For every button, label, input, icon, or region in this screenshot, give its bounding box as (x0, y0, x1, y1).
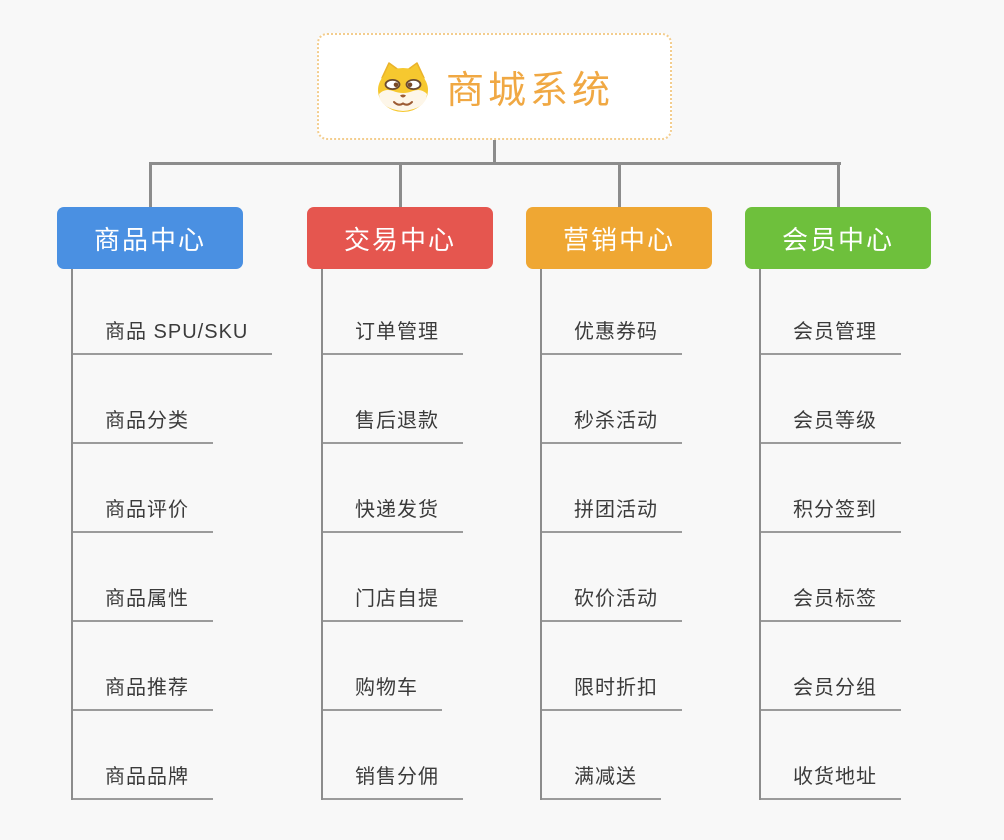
branch-leaves-marketing: 优惠券码 秒杀活动 拼团活动 砍价活动 限时折扣 满减送 (540, 269, 712, 800)
leaf-label[interactable]: 商品品牌 (73, 760, 213, 800)
leaf-node: 砍价活动 (542, 533, 712, 622)
branch-node-marketing[interactable]: 营销中心 (526, 207, 712, 269)
leaf-label[interactable]: 会员分组 (761, 671, 901, 711)
leaf-node: 会员等级 (761, 355, 931, 444)
root-node[interactable]: 商城系统 (317, 33, 672, 140)
connector-drop-marketing (618, 162, 621, 207)
branch-column-marketing: 营销中心 优惠券码 秒杀活动 拼团活动 砍价活动 限时折扣 满减送 (526, 207, 712, 800)
leaf-label[interactable]: 优惠券码 (542, 315, 682, 355)
leaf-label[interactable]: 订单管理 (323, 315, 463, 355)
leaf-node: 商品推荐 (73, 622, 272, 711)
leaf-node: 商品 SPU/SKU (73, 269, 273, 355)
branch-node-trade[interactable]: 交易中心 (307, 207, 493, 269)
leaf-label[interactable]: 会员标签 (761, 582, 901, 622)
leaf-label[interactable]: 砍价活动 (542, 582, 682, 622)
leaf-node: 秒杀活动 (542, 355, 712, 444)
leaf-node: 收货地址 (761, 711, 931, 800)
leaf-label[interactable]: 购物车 (323, 671, 442, 711)
leaf-label[interactable]: 会员管理 (761, 315, 901, 355)
leaf-label[interactable]: 商品评价 (73, 493, 213, 533)
leaf-node: 积分签到 (761, 444, 931, 533)
connector-drop-members (837, 162, 840, 207)
leaf-label[interactable]: 商品分类 (73, 404, 213, 444)
leaf-node: 会员分组 (761, 622, 931, 711)
leaf-label[interactable]: 商品属性 (73, 582, 213, 622)
branch-node-members[interactable]: 会员中心 (745, 207, 931, 269)
leaf-node: 商品属性 (73, 533, 272, 622)
leaf-node: 售后退款 (323, 355, 493, 444)
branch-column-trade: 交易中心 订单管理 售后退款 快递发货 门店自提 购物车 销售分佣 (307, 207, 493, 800)
leaf-node: 商品评价 (73, 444, 272, 533)
connector-drop-trade (399, 162, 402, 207)
leaf-node: 商品品牌 (73, 711, 272, 800)
branch-leaves-members: 会员管理 会员等级 积分签到 会员标签 会员分组 收货地址 (759, 269, 931, 800)
leaf-node: 门店自提 (323, 533, 493, 622)
branch-node-products[interactable]: 商品中心 (57, 207, 243, 269)
leaf-label[interactable]: 收货地址 (761, 760, 901, 800)
leaf-node: 拼团活动 (542, 444, 712, 533)
leaf-label[interactable]: 售后退款 (323, 404, 463, 444)
branch-leaves-trade: 订单管理 售后退款 快递发货 门店自提 购物车 销售分佣 (321, 269, 493, 800)
leaf-node: 会员标签 (761, 533, 931, 622)
leaf-node: 优惠券码 (542, 269, 712, 355)
leaf-node: 满减送 (542, 711, 712, 800)
branch-leaves-products: 商品 SPU/SKU 商品分类 商品评价 商品属性 商品推荐 商品品牌 (71, 269, 273, 800)
leaf-label[interactable]: 门店自提 (323, 582, 463, 622)
leaf-label[interactable]: 商品 SPU/SKU (73, 315, 273, 355)
leaf-label[interactable]: 满减送 (542, 760, 661, 800)
branch-column-products: 商品中心 商品 SPU/SKU 商品分类 商品评价 商品属性 商品推荐 商品品牌 (57, 207, 273, 800)
leaf-label[interactable]: 拼团活动 (542, 493, 682, 533)
connector-drop-products (149, 162, 152, 207)
leaf-node: 限时折扣 (542, 622, 712, 711)
leaf-label[interactable]: 积分签到 (761, 493, 901, 533)
leaf-label[interactable]: 会员等级 (761, 404, 901, 444)
connector-root-drop (493, 140, 496, 164)
leaf-node: 销售分佣 (323, 711, 493, 800)
leaf-label[interactable]: 商品推荐 (73, 671, 213, 711)
leaf-label[interactable]: 限时折扣 (542, 671, 682, 711)
dog-face-icon (375, 61, 431, 113)
leaf-node: 快递发货 (323, 444, 493, 533)
leaf-label[interactable]: 快递发货 (323, 493, 463, 533)
leaf-label[interactable]: 销售分佣 (323, 760, 463, 800)
leaf-node: 会员管理 (761, 269, 931, 355)
root-title: 商城系统 (445, 70, 614, 112)
connector-horizontal (149, 162, 841, 165)
leaf-node: 购物车 (323, 622, 493, 711)
branch-column-members: 会员中心 会员管理 会员等级 积分签到 会员标签 会员分组 收货地址 (745, 207, 931, 800)
leaf-node: 商品分类 (73, 355, 272, 444)
leaf-label[interactable]: 秒杀活动 (542, 404, 682, 444)
leaf-node: 订单管理 (323, 269, 493, 355)
